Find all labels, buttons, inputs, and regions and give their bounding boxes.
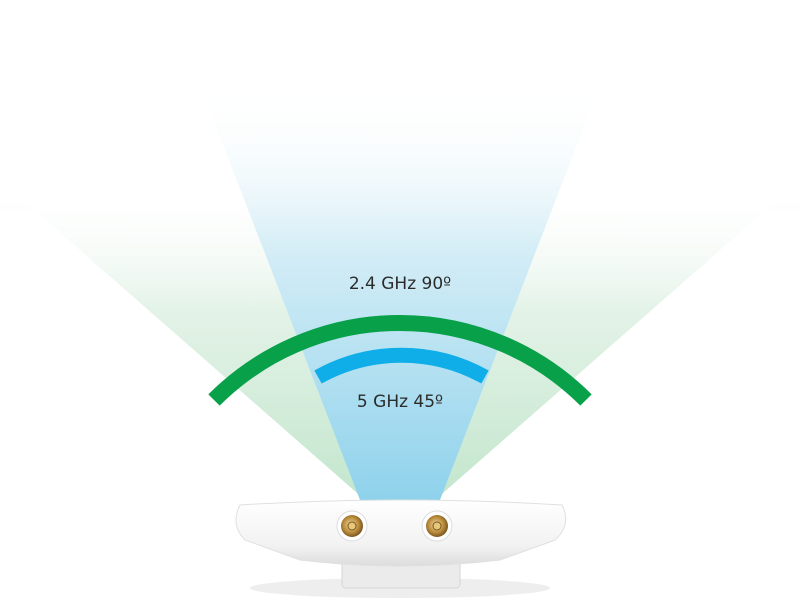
label-5ghz: 5 GHz 45º — [356, 392, 444, 412]
beam-5ghz — [200, 85, 600, 500]
antenna-connector-left — [336, 510, 368, 542]
arc-5ghz — [314, 347, 489, 384]
antenna-connector-right — [421, 510, 453, 542]
label-24ghz: 2.4 GHz 90º — [348, 274, 452, 294]
access-point-device — [235, 499, 567, 598]
arc-24ghz — [208, 315, 592, 406]
